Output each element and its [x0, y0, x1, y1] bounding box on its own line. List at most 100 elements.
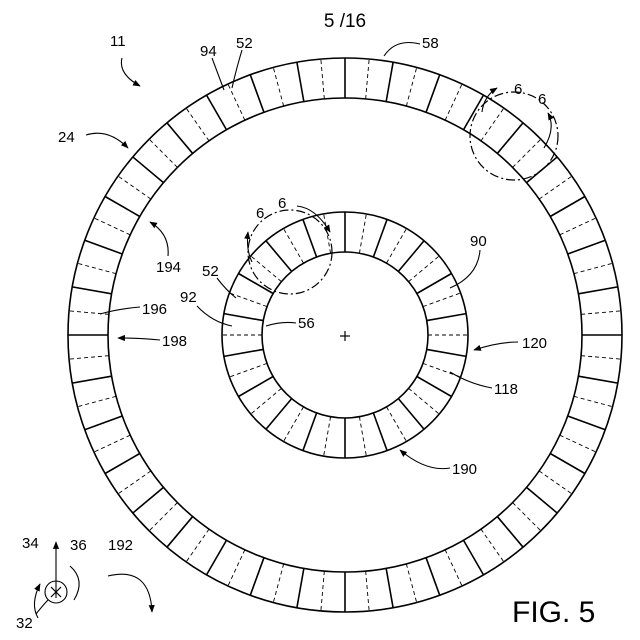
- inner-ring-hidden-segment-line: [423, 293, 461, 307]
- outer-ring-hidden-segment-line: [273, 67, 283, 106]
- figure-label: FIG. 5: [512, 596, 595, 629]
- leader-190: [400, 450, 450, 469]
- ref-36: 36: [70, 537, 87, 554]
- outer-ring-segment-divider: [207, 95, 227, 130]
- outer-ring-segment-divider: [550, 454, 585, 474]
- outer-ring-segment-divider: [568, 416, 606, 430]
- outer-ring-segment-divider: [464, 95, 484, 130]
- outer-ring-hidden-segment-line: [77, 263, 116, 273]
- inner-ring-hidden-segment-line: [387, 407, 407, 442]
- inner-ring-segment-divider: [373, 413, 387, 451]
- outer-ring-hidden-segment-line: [77, 396, 116, 406]
- outer-ring-hidden-segment-line: [273, 564, 283, 603]
- outer-ring-hidden-segment-line: [149, 139, 177, 167]
- inner-ring-hidden-segment-line: [284, 407, 304, 442]
- inner-ring-segment-divider: [427, 314, 466, 321]
- outer-ring-hidden-segment-line: [445, 84, 462, 120]
- inner-ring-hidden-segment-line: [229, 293, 267, 307]
- leader-58: [384, 43, 420, 57]
- inner-ring-hidden-segment-line: [359, 417, 366, 456]
- outer-ring-hidden-segment-line: [366, 571, 369, 611]
- section-arrow-6-outer-left: [482, 88, 497, 112]
- outer-ring-hidden-segment-line: [228, 550, 245, 586]
- inner-ring-segment-divider: [417, 377, 452, 397]
- center-mark: [340, 331, 350, 341]
- outer-ring-segment-divider: [133, 157, 164, 183]
- leader-92: [197, 306, 232, 326]
- leader-196: [100, 307, 140, 314]
- outer-ring-segment-divider: [167, 517, 193, 548]
- inner-ring-hidden-segment-line: [284, 228, 304, 263]
- outer-ring-segment-divider: [426, 75, 440, 113]
- outer-ring-segment-divider: [167, 123, 193, 154]
- outer-ring-hidden-segment-line: [481, 108, 504, 141]
- inner-ring-segment-divider: [224, 314, 263, 321]
- outer-ring-segment-divider: [105, 454, 140, 474]
- inner-ring-segment-divider: [266, 241, 292, 272]
- inner-ring-segment-divider: [427, 349, 466, 356]
- ref-196: 196: [142, 301, 167, 318]
- outer-ring-segment-divider: [207, 540, 227, 575]
- leader-11: [121, 58, 140, 86]
- inner-ring-hidden-segment-line: [229, 363, 267, 377]
- inner-ring-hidden-segment-line: [409, 388, 440, 414]
- ref-94: 94: [200, 43, 217, 60]
- outer-ring-hidden-segment-line: [539, 176, 572, 199]
- outer-ring-hidden-segment-line: [481, 529, 504, 562]
- inner-ring-segment-divider: [238, 377, 273, 397]
- ref-192: 192: [108, 537, 133, 554]
- outer-ring-segment-divider: [72, 287, 111, 294]
- outer-ring-segment-divider: [250, 75, 264, 113]
- outer-ring-hidden-segment-line: [94, 218, 130, 235]
- ref-92: 92: [180, 289, 197, 306]
- leader-120: [474, 342, 518, 350]
- inner-ring-segment-divider: [303, 413, 317, 451]
- ref-6-d: 6: [278, 195, 286, 212]
- outer-ring-hidden-segment-line: [539, 471, 572, 494]
- rotation-arrow-192: [108, 574, 152, 612]
- ref-52-inner: 52: [202, 263, 219, 280]
- outer-ring-segment-divider: [250, 558, 264, 596]
- outer-ring-hidden-segment-line: [574, 396, 613, 406]
- inner-ring-hidden-segment-line: [387, 228, 407, 263]
- ref-6-c: 6: [256, 205, 264, 222]
- outer-ring-hidden-segment-line: [149, 503, 177, 531]
- outer-ring-hidden-segment-line: [513, 139, 541, 167]
- ref-118: 118: [494, 381, 518, 398]
- outer-ring-hidden-segment-line: [69, 356, 109, 359]
- ref-52-outer: 52: [236, 35, 253, 52]
- outer-ring-hidden-segment-line: [406, 564, 416, 603]
- inner-ring-segment-divider: [224, 349, 263, 356]
- outer-ring-segment-divider: [105, 197, 140, 217]
- ref-6-a: 6: [514, 81, 522, 98]
- outer-ring-segment-divider: [464, 540, 484, 575]
- ref-11: 11: [110, 33, 126, 50]
- outer-ring-segment-divider: [85, 416, 123, 430]
- outer-ring-hidden-segment-line: [574, 263, 613, 273]
- inner-ring-hidden-segment-line: [251, 256, 282, 282]
- outer-ring-hidden-segment-line: [560, 435, 596, 452]
- outer-ring-segment-divider: [527, 487, 558, 513]
- outer-ring-hidden-segment-line: [560, 218, 596, 235]
- outer-ring-segment-divider: [85, 240, 123, 254]
- leader-198: [118, 338, 160, 340]
- sheet-number: 5 /16: [324, 11, 366, 32]
- ref-34: 34: [22, 535, 39, 552]
- outer-ring-hidden-segment-line: [445, 550, 462, 586]
- outer-ring-hidden-segment-line: [186, 108, 209, 141]
- ref-190: 190: [452, 461, 477, 478]
- leader-52-inner: [217, 278, 236, 298]
- leader-32: [36, 600, 48, 614]
- ref-32: 32: [16, 615, 33, 632]
- rotation-arrow-36: [70, 566, 79, 600]
- outer-ring-hidden-segment-line: [406, 67, 416, 106]
- outer-ring-segment-divider: [568, 240, 606, 254]
- inner-ring-segment-divider: [266, 399, 292, 430]
- ref-194: 194: [156, 259, 181, 276]
- outer-ring-hidden-segment-line: [321, 571, 324, 611]
- outer-ring-segment-divider: [578, 376, 617, 383]
- inner-ring-segment-divider: [417, 274, 452, 294]
- outer-ring-hidden-segment-line: [228, 84, 245, 120]
- outer-ring-segment-divider: [550, 197, 585, 217]
